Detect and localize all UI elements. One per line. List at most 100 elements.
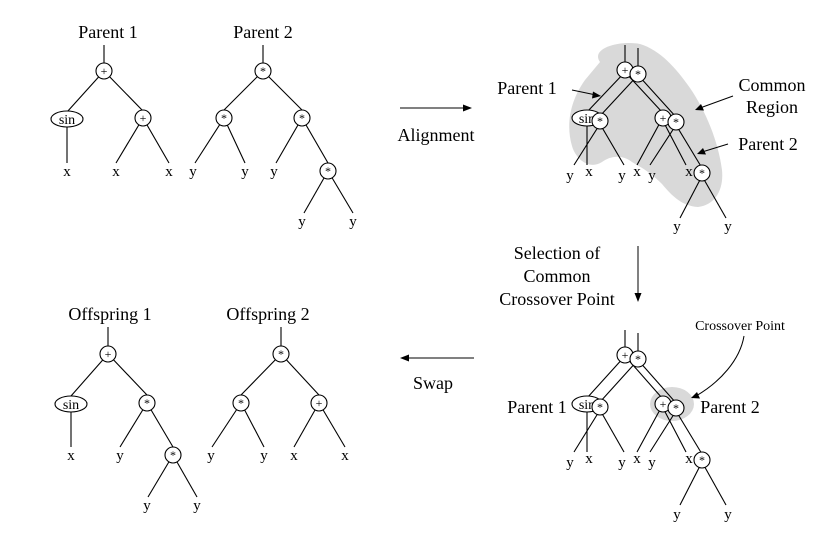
leaf-x: x [585,164,593,180]
sin-symbol: sin [579,398,595,413]
leaf-x: x [633,451,641,467]
arrow-icon [695,104,704,111]
aligned-trees: + * sin * + * * y x y x y x y y Parent 1… [497,42,806,235]
times-symbol: * [635,67,641,81]
times-node [254,62,272,80]
times-symbol: * [699,453,705,467]
parent1-tree: Parent 1 + sin + x x x [50,22,173,180]
leaf-y: y [189,164,197,180]
times-node [293,109,311,127]
crossover-point-label: Crossover Point [695,319,785,334]
swap-label: Swap [413,373,453,393]
leaf-y: y [270,164,278,180]
times-symbol: * [221,111,227,125]
leaf-x: x [685,451,693,467]
times-node [693,164,711,182]
plus-symbol: + [622,348,629,362]
arrow-right-icon [463,104,472,112]
leaf-y: y [724,219,732,235]
times-node [319,162,337,180]
common-region-label-line2: Region [746,97,798,117]
times-symbol: * [673,401,679,415]
leaf-y: y [648,168,656,184]
selection-label-line1: Selection of [514,243,600,263]
leaf-y: y [193,498,201,514]
leaf-y: y [207,448,215,464]
plus-node [95,62,113,80]
plus-symbol: + [660,111,667,125]
offspring2-title: Offspring 2 [226,304,309,324]
times-node [667,113,685,131]
selection-label-line2: Common [523,266,590,286]
leaf-y: y [349,214,357,230]
offspring1-title: Offspring 1 [68,304,151,324]
times-symbol: * [144,396,150,410]
arrow-left-icon [400,354,409,362]
times-symbol: * [238,396,244,410]
common-region-label-line1: Common [738,75,805,95]
arrow-down-icon [634,293,642,302]
times-symbol: * [278,347,284,361]
sin-symbol: sin [59,113,75,128]
crossover-parent1-label: Parent 1 [507,397,566,417]
times-symbol: * [170,448,176,462]
plus-symbol: + [660,397,667,411]
common-region-shade [569,42,723,208]
offspring2-tree: Offspring 2 * * + y y x x [207,304,349,464]
alignment-step: Alignment [398,104,475,145]
times-node [629,350,647,368]
times-symbol: * [635,352,641,366]
plus-symbol: + [622,63,629,77]
leaf-y: y [566,455,574,471]
plus-symbol: + [316,396,323,410]
leaf-y: y [648,455,656,471]
sin-symbol: sin [579,112,595,127]
leaf-y: y [241,164,249,180]
times-node [591,398,609,416]
times-node [667,399,685,417]
alignment-label: Alignment [398,125,475,145]
leaf-y: y [143,498,151,514]
leaf-y: y [260,448,268,464]
times-node [629,65,647,83]
times-node [272,345,290,363]
leaf-y: y [618,168,626,184]
leaf-y: y [566,168,574,184]
leaf-x: x [67,448,75,464]
times-symbol: * [597,114,603,128]
times-node [164,446,182,464]
times-node [138,394,156,412]
sin-node [54,395,88,413]
leaf-x: x [63,164,71,180]
arrow-icon [592,91,601,99]
leaf-x: x [633,164,641,180]
leaf-y: y [298,214,306,230]
times-symbol: * [699,166,705,180]
leaf-x: x [685,164,693,180]
times-symbol: * [299,111,305,125]
times-node [693,451,711,469]
swap-step: Swap [400,354,474,393]
leaf-y: y [673,507,681,523]
plus-node [134,109,152,127]
selection-step: Selection of Common Crossover Point [499,243,642,309]
arrow-icon [697,148,706,155]
plus-symbol: + [105,347,112,361]
parent2-tree: Parent 2 * * * * y y y y y [189,22,357,230]
times-symbol: * [597,400,603,414]
leaf-y: y [673,219,681,235]
arrow-icon [691,392,700,399]
plus-node [310,394,328,412]
leaf-y: y [724,507,732,523]
leaf-y: y [116,448,124,464]
leaf-x: x [290,448,298,464]
plus-symbol: + [101,64,108,78]
times-node [232,394,250,412]
times-symbol: * [325,164,331,178]
leaf-x: x [341,448,349,464]
leaf-x: x [165,164,173,180]
crossover-parent2-label: Parent 2 [700,397,759,417]
plus-node [99,345,117,363]
